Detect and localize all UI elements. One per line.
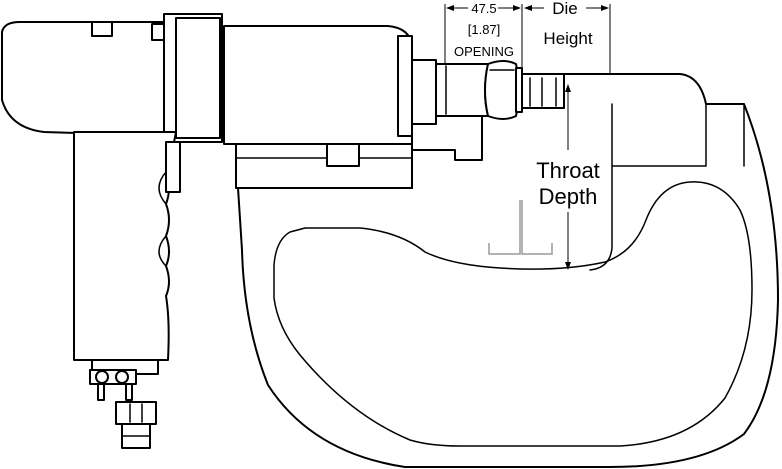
opening-value: 47.5: [471, 1, 496, 16]
throat-depth-label-2: Depth: [539, 184, 598, 209]
workpiece: [488, 200, 553, 255]
grip-finger-notch-1: [158, 171, 167, 205]
throat-arrow-top: [565, 84, 571, 92]
flange-face: [175, 17, 221, 139]
housing-ring: [397, 35, 413, 137]
opening-arrow-left: [446, 5, 454, 11]
head-cap: [91, 21, 113, 37]
sheet-left: [488, 200, 521, 255]
punch-tip: [515, 67, 523, 113]
ram-collar: [484, 60, 520, 120]
punch-assembly: [435, 60, 523, 120]
c-frame: [237, 73, 779, 468]
handle-head: [1, 21, 177, 137]
opening-arrow-right: [513, 5, 521, 11]
dimension-lines: [444, 4, 611, 270]
grip-finger-notch-2: [158, 235, 167, 267]
handle: [1, 13, 223, 361]
sheet-right: [521, 200, 553, 255]
c-frame-inner-window: [273, 181, 753, 447]
dimension-labels: 47.5 [1.87] OPENING Die Height Throat De…: [454, 0, 600, 209]
air-fitting: [89, 359, 159, 449]
trigger: [165, 141, 181, 193]
mount-block: [326, 143, 360, 167]
opening-inches: [1.87]: [468, 22, 501, 37]
ram-sleeve: [435, 63, 489, 117]
c-frame-outer: [237, 73, 779, 468]
throat-arrow-bottom: [565, 262, 571, 270]
throat-edge: [589, 103, 613, 271]
fitting-hex: [115, 401, 157, 425]
opening-label: OPENING: [454, 44, 514, 59]
die-height-arrow-right: [601, 5, 609, 11]
tool-body: [223, 25, 437, 189]
die-height-label-2: Height: [543, 29, 592, 48]
die: [519, 73, 565, 109]
die-height-label-1: Die: [552, 0, 578, 18]
die-height-arrow-left: [524, 5, 532, 11]
lower-bracket: [235, 143, 413, 189]
die-boss: [611, 103, 707, 167]
throat-depth-label-1: Throat: [536, 158, 600, 183]
